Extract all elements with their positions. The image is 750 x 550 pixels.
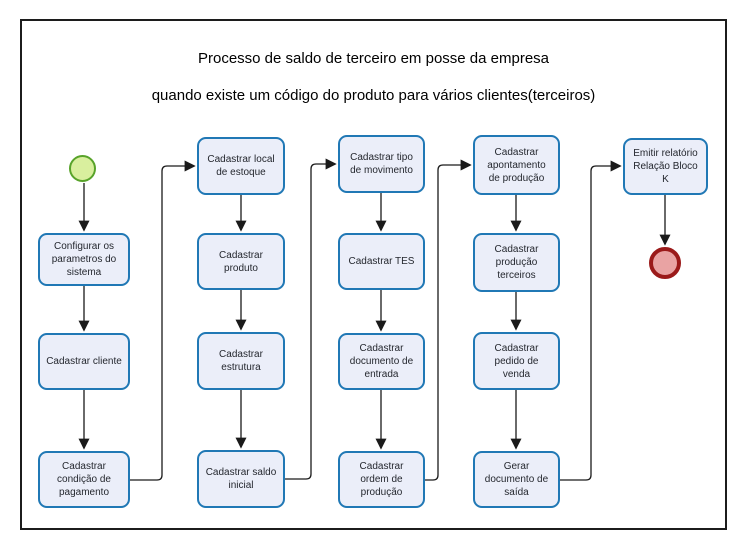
task-cadastrar-cliente: Cadastrar cliente [38, 333, 130, 390]
task-cadastrar-tipo-movimento: Cadastrar tipo de movimento [338, 135, 425, 193]
task-emitir-relatorio-bloco-k: Emitir relatório Relação Bloco K [623, 138, 708, 195]
diagram-title-line2: quando existe um código do produto para … [151, 87, 596, 105]
end-event-circle [649, 247, 681, 279]
task-cadastrar-local-estoque: Cadastrar local de estoque [197, 137, 285, 195]
task-cadastrar-documento-entrada: Cadastrar documento de entrada [338, 333, 425, 390]
task-cadastrar-estrutura: Cadastrar estrutura [197, 332, 285, 390]
diagram-title-line1: Processo de saldo de terceiro em posse d… [197, 49, 550, 67]
task-cadastrar-ordem-producao: Cadastrar ordem de produção [338, 451, 425, 508]
task-cadastrar-producao-terceiros: Cadastrar produção terceiros [473, 233, 560, 292]
diagram-title: Processo de saldo de terceiro em posse d… [20, 31, 727, 125]
task-cadastrar-pedido-venda: Cadastrar pedido de venda [473, 332, 560, 390]
task-cadastrar-saldo-inicial: Cadastrar saldo inicial [197, 450, 285, 508]
task-cadastrar-condicao-pagamento: Cadastrar condição de pagamento [38, 451, 130, 508]
start-event-circle [69, 155, 96, 182]
task-gerar-documento-saida: Gerar documento de saída [473, 451, 560, 508]
task-configurar-parametros: Configurar os parametros do sistema [38, 233, 130, 286]
task-cadastrar-tes: Cadastrar TES [338, 233, 425, 290]
task-cadastrar-produto: Cadastrar produto [197, 233, 285, 290]
task-cadastrar-apontamento-producao: Cadastrar apontamento de produção [473, 135, 560, 195]
